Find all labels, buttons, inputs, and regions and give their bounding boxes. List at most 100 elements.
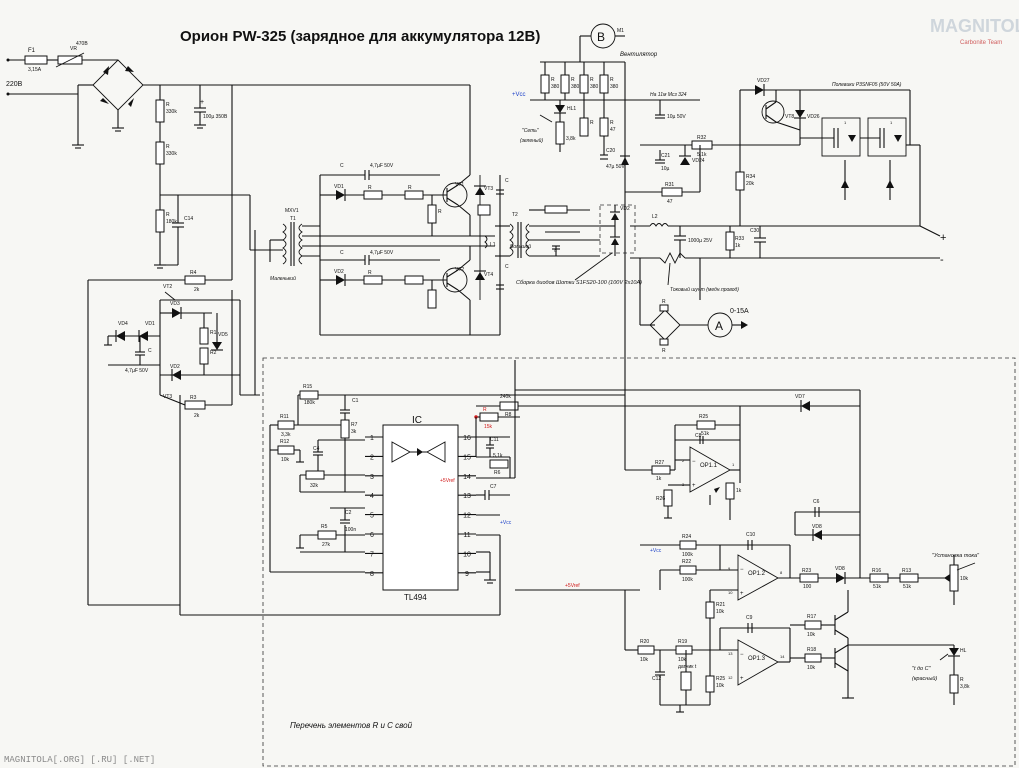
svg-text:180k: 180k <box>304 400 315 406</box>
svg-text:15k: 15k <box>484 424 493 430</box>
svg-text:R27: R27 <box>655 460 664 466</box>
ic-pin-right-15: 15 <box>463 454 471 461</box>
svg-text:HL1: HL1 <box>567 106 576 112</box>
svg-text:47: 47 <box>610 127 616 133</box>
svg-text:R: R <box>590 120 594 126</box>
svg-text:OP1.2: OP1.2 <box>748 571 766 577</box>
svg-text:R15: R15 <box>303 384 312 390</box>
svg-text:R: R <box>662 348 666 354</box>
svg-text:+Vcc: +Vcc <box>512 92 526 98</box>
diagram-title: Орион PW-325 (зарядное для аккумулятора … <box>180 28 540 45</box>
svg-text:C4: C4 <box>313 446 320 452</box>
opamp-op1-3 <box>737 639 779 686</box>
svg-text:R12: R12 <box>280 439 289 445</box>
svg-text:1: 1 <box>732 462 735 467</box>
svg-text:R: R <box>166 102 170 108</box>
fuse-value: 3,15А <box>28 67 42 73</box>
svg-text:На 11м Мсз 324: На 11м Мсз 324 <box>650 92 687 98</box>
svg-text:3,8k: 3,8k <box>566 136 576 142</box>
ic-pin-right-11: 11 <box>463 532 470 539</box>
footer-note: Перечень элементов R и C свой <box>290 721 413 730</box>
svg-text:51k: 51k <box>873 584 882 590</box>
svg-text:VT2: VT2 <box>455 267 464 273</box>
svg-text:R: R <box>960 677 964 683</box>
svg-text:9: 9 <box>728 566 731 571</box>
svg-text:R: R <box>483 407 487 413</box>
transistor-vt8 <box>761 100 785 124</box>
logo-text: MAGNITOLA <box>930 16 1019 36</box>
current-set-pot[interactable] <box>949 564 959 592</box>
svg-text:R13: R13 <box>902 568 911 574</box>
fuse-name: F1 <box>28 48 36 54</box>
svg-text:OP1.3: OP1.3 <box>748 656 766 662</box>
svg-text:VT4: VT4 <box>484 272 493 278</box>
svg-text:VT2: VT2 <box>163 284 172 290</box>
svg-text:L1: L1 <box>490 242 496 248</box>
svg-text:VD2: VD2 <box>170 364 180 370</box>
svg-text:100n: 100n <box>345 527 356 533</box>
schottky-label: Сборка диодов Шотки S1FS20-100 (100V 2x1… <box>516 280 642 286</box>
svg-text:380: 380 <box>571 84 580 90</box>
svg-text:A: A <box>715 319 723 333</box>
svg-text:5,1k: 5,1k <box>493 453 503 459</box>
driver-stage: MXV1 T1 Маленький C 4,7µF 50V VD1 R R R <box>250 85 509 336</box>
svg-text:5,1k: 5,1k <box>697 152 707 158</box>
svg-text:(зеленый): (зеленый) <box>520 137 543 144</box>
svg-text:R20: R20 <box>640 639 649 645</box>
mains-input: 220В F1 3,15А VR 470В <box>6 41 470 149</box>
svg-text:VD1: VD1 <box>334 184 344 190</box>
schottky-assembly <box>599 204 636 254</box>
svg-text:R: R <box>571 77 575 83</box>
svg-text:VD3: VD3 <box>170 301 180 307</box>
svg-text:C9: C9 <box>746 615 753 621</box>
temp-sensor <box>680 671 692 691</box>
svg-text:C8: C8 <box>695 433 702 439</box>
svg-text:+Vcc: +Vcc <box>500 520 512 526</box>
mosfet-label: Полевики P3SNF05 (50V 50A) <box>832 82 902 88</box>
svg-text:C30: C30 <box>750 228 759 234</box>
svg-text:13: 13 <box>728 651 733 656</box>
svg-text:3,8k: 3,8k <box>960 684 970 690</box>
svg-text:HL: HL <box>960 648 967 654</box>
varistor-value: 470В <box>76 41 88 47</box>
svg-text:100: 100 <box>803 584 812 590</box>
svg-text:C10: C10 <box>746 532 755 538</box>
svg-text:R33: R33 <box>735 236 744 242</box>
svg-text:10k: 10k <box>281 457 290 463</box>
ic-part: TL494 <box>404 593 427 602</box>
svg-text:Маленький: Маленький <box>270 275 296 282</box>
transistor-vt1 <box>442 182 468 208</box>
svg-text:R: R <box>610 120 614 126</box>
svg-text:+: + <box>200 99 204 106</box>
svg-text:R: R <box>590 77 594 83</box>
svg-text:240k: 240k <box>500 394 511 400</box>
svg-text:R25: R25 <box>699 414 708 420</box>
mosfet-2 <box>867 117 907 157</box>
svg-text:R: R <box>368 270 372 276</box>
svg-text:R21: R21 <box>716 602 725 608</box>
svg-text:C: C <box>554 248 557 253</box>
svg-text:330k: 330k <box>166 109 177 115</box>
svg-text:1k: 1k <box>656 476 662 482</box>
svg-text:27k: 27k <box>322 542 331 548</box>
svg-text:VT8: VT8 <box>785 114 794 120</box>
ic-pin-left-4: 4 <box>370 493 374 500</box>
svg-text:C21: C21 <box>661 153 670 159</box>
ic-pin-right-9: 9 <box>465 571 469 578</box>
svg-text:10k: 10k <box>640 657 649 663</box>
svg-text:1k: 1k <box>736 488 742 494</box>
svg-text:51k: 51k <box>701 431 710 437</box>
svg-text:R2: R2 <box>210 350 217 356</box>
svg-text:R34: R34 <box>746 174 755 180</box>
svg-text:1k: 1k <box>735 243 741 249</box>
svg-text:47: 47 <box>667 199 673 205</box>
svg-text:T2: T2 <box>512 212 518 218</box>
svg-text:+: + <box>740 591 744 597</box>
svg-text:R31: R31 <box>665 182 674 188</box>
ic-body <box>382 424 459 591</box>
svg-text:VT3: VT3 <box>163 394 172 400</box>
svg-text:T1: T1 <box>290 216 296 222</box>
svg-text:R11: R11 <box>280 414 289 420</box>
